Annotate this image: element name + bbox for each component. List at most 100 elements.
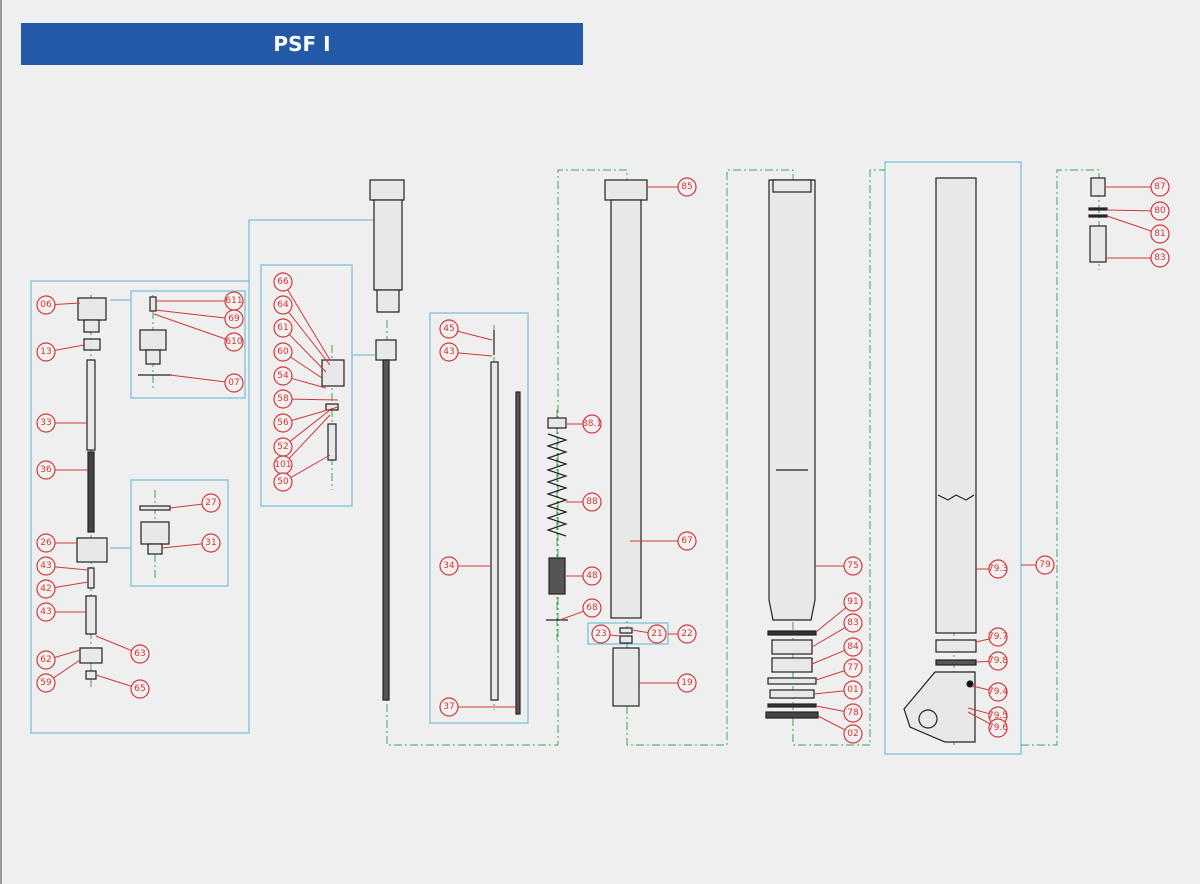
callout-83: 83: [1106, 248, 1170, 268]
part-number: 54: [277, 371, 289, 381]
callout-circle: [843, 724, 863, 744]
callout-91: 91: [815, 592, 863, 633]
part-number: 83: [1154, 253, 1165, 263]
callout-circle: [1150, 201, 1170, 221]
callout-65: 65: [95, 674, 150, 699]
callout-circle: [273, 272, 293, 292]
part-number: 63: [134, 649, 145, 659]
part-number: 56: [277, 418, 289, 428]
callout-19: 19: [639, 673, 697, 693]
leader-line: [631, 629, 649, 634]
part-number: 61: [277, 323, 288, 333]
leader-line: [169, 374, 226, 383]
callout-circle: [1150, 248, 1170, 268]
callout-79: 79: [1021, 555, 1055, 575]
callout-circle: [439, 697, 459, 717]
part-number: 80: [1154, 206, 1166, 216]
leader-line: [813, 690, 845, 695]
callout-27: 27: [169, 493, 221, 513]
leader-line: [291, 406, 339, 421]
group-box-top-inset: [130, 290, 246, 399]
callout-61: 61: [273, 318, 327, 373]
part-number: 36: [40, 465, 52, 475]
callout-23: 23: [591, 624, 621, 644]
callout-circle: [36, 342, 56, 362]
callout-circle: [843, 556, 863, 576]
part-number: 50: [277, 477, 289, 487]
leader-line: [457, 330, 493, 341]
leader-line: [291, 398, 339, 401]
callout-circle: [1035, 555, 1055, 575]
part-number: 27: [205, 498, 216, 508]
callout-circle: [677, 673, 697, 693]
part-number: 85: [681, 182, 692, 192]
callout-circle: [677, 531, 697, 551]
part-number: 43: [40, 607, 51, 617]
callout-circle: [36, 556, 56, 576]
callout-circle: [988, 682, 1008, 702]
callout-circle: [273, 413, 293, 433]
part-number: 07: [228, 378, 239, 388]
callout-circle: [36, 579, 56, 599]
part-number: 79.4: [988, 687, 1008, 697]
part-number: 611: [225, 296, 242, 306]
callout-circle: [988, 718, 1008, 738]
callout-circle: [439, 556, 459, 576]
callout-34: 34: [439, 556, 491, 576]
callout-52: 52: [273, 409, 331, 457]
part-number: 60: [277, 347, 289, 357]
callout-60: 60: [273, 342, 323, 379]
leader-line: [811, 627, 846, 648]
callout-circle: [224, 373, 244, 393]
callout-circle: [201, 533, 221, 553]
callout-06: 06: [36, 295, 81, 315]
part-number: 87: [1154, 182, 1165, 192]
part-number: 21: [651, 629, 662, 639]
callout-88-1: 88.1: [566, 414, 602, 434]
callout-80: 80: [1106, 201, 1170, 221]
callout-circle: [1150, 177, 1170, 197]
group-box-rod: [429, 312, 529, 724]
group-box-lower-inset: [130, 479, 229, 587]
callout-68: 68: [559, 598, 602, 621]
callout-layer: 0613333626434243625963656116961007273166…: [36, 177, 1170, 744]
callout-101: 101: [273, 414, 331, 475]
callout-79-7: 79.7: [975, 627, 1008, 647]
callout-26: 26: [36, 533, 77, 553]
callout-circle: [843, 680, 863, 700]
part-number: 59: [40, 678, 52, 688]
callout-02: 02: [817, 715, 863, 744]
callout-43: 43: [36, 602, 86, 622]
part-number: 81: [1154, 229, 1165, 239]
part-number: 79.5: [988, 711, 1008, 721]
callout-circle: [36, 673, 56, 693]
part-number: 62: [40, 655, 51, 665]
leader-line: [971, 685, 990, 691]
callout-43: 43: [36, 556, 89, 576]
part-number: 79.6: [988, 723, 1008, 733]
leader-line: [54, 649, 81, 658]
callout-circle: [843, 637, 863, 657]
leader-line: [815, 670, 845, 681]
part-number: 64: [277, 300, 289, 310]
callout-circle: [843, 592, 863, 612]
callout-36: 36: [36, 460, 88, 480]
leader-line: [54, 302, 81, 305]
callout-circle: [988, 651, 1008, 671]
part-number: 91: [847, 597, 858, 607]
callout-63: 63: [95, 635, 150, 664]
callout-31: 31: [161, 533, 221, 553]
part-number: 75: [847, 561, 858, 571]
callout-circle: [677, 624, 697, 644]
callout-circle: [647, 624, 667, 644]
callout-circle: [582, 598, 602, 618]
connector-line: [248, 219, 382, 281]
callout-85: 85: [647, 177, 697, 197]
callout-78: 78: [815, 703, 863, 723]
leader-line: [967, 707, 990, 715]
callout-22: 22: [668, 624, 697, 644]
callout-circle: [988, 627, 1008, 647]
callout-circle: [36, 650, 56, 670]
